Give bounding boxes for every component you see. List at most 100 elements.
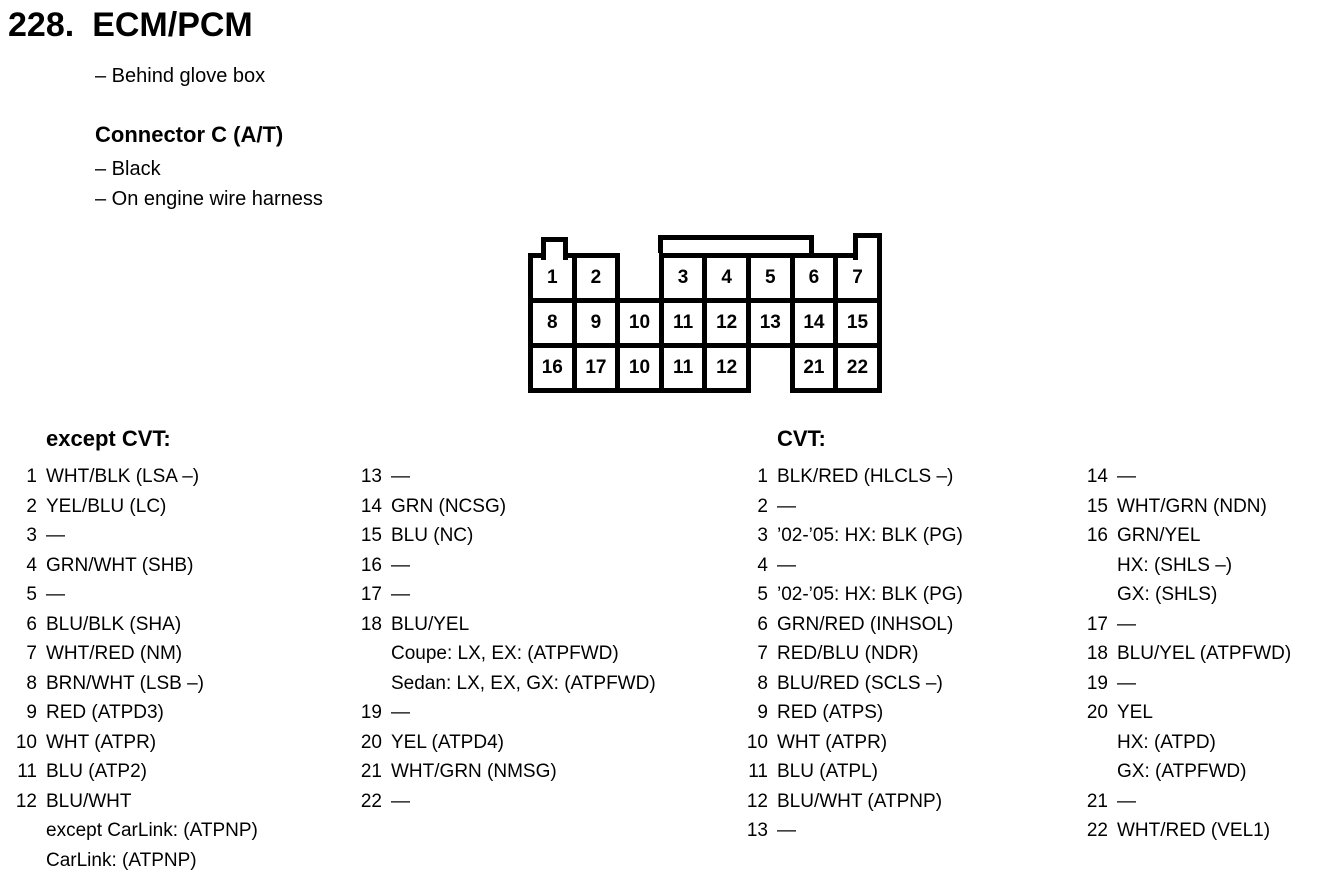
pin-row: 1 BLK/RED (HLCLS –): [738, 462, 963, 492]
pin-row: 7 WHT/RED (NM): [7, 639, 258, 669]
pin-description-line: Sedan: LX, EX, GX: (ATPFWD): [391, 672, 656, 694]
pin-description-line: YEL/BLU (LC): [46, 495, 167, 517]
pin-number: 2: [757, 495, 768, 517]
pin-description: —: [46, 521, 65, 551]
pin-number: 5: [757, 584, 768, 605]
pin-number: 12: [15, 790, 37, 812]
pin-description: WHT (ATPR): [777, 728, 887, 758]
pin-description: BLU (ATP2): [46, 757, 147, 787]
pin-description-line: BRN/WHT (LSB –): [46, 672, 205, 694]
pin-number: 13: [746, 820, 768, 841]
pin-number: 21: [360, 761, 382, 782]
pin-description-line: except CarLink: (ATPNP): [46, 820, 258, 841]
pin-number: 4: [26, 554, 37, 576]
pin-description: WHT/GRN (NDN): [1117, 492, 1267, 522]
pin-number: 7: [26, 643, 37, 664]
pin-description: BLU/WHT (ATPNP): [777, 787, 942, 817]
pin-row: 14—: [1078, 462, 1291, 492]
pin-description-line: —: [1117, 672, 1136, 694]
pin-description-line: WHT/GRN (NDN): [1117, 495, 1267, 517]
pin-description: ’02-’05: HX: BLK (PG): [777, 521, 963, 551]
pin-description-line: HX: (ATPD): [1117, 731, 1216, 753]
pin-description: YEL (ATPD4): [391, 728, 504, 758]
pin-description-line: BLU/WHT: [46, 790, 132, 812]
page-title: ECM/PCM: [92, 6, 253, 44]
pin-description-line: BLK/RED (HLCLS –): [777, 466, 954, 487]
pin-description: YEL/BLU (LC): [46, 492, 166, 522]
pin-description-line: BLU (ATP2): [46, 761, 148, 782]
pin-description: BLU/RED (SCLS –): [777, 669, 943, 699]
connector-pin-cell: 17: [571, 343, 621, 393]
connector-pin-cell: 8: [528, 298, 577, 348]
pin-number: 3: [26, 525, 37, 546]
list-heading-except-cvt: except CVT:: [46, 426, 171, 451]
pin-description-line: —: [46, 525, 65, 546]
pin-row: 21 WHT/GRN (NMSG): [352, 757, 656, 787]
pin-row: 20 YEL (ATPD4): [352, 728, 656, 758]
pin-description-line: WHT/RED (NM): [46, 643, 183, 664]
pin-number: 1: [757, 466, 768, 487]
pin-description-line: ’02-’05: HX: BLK (PG): [777, 584, 963, 605]
pin-description-line: WHT (ATPR): [46, 731, 157, 753]
pin-description-line: BLU/YEL: [391, 613, 470, 635]
connector-pin-cell: 11: [658, 298, 708, 348]
pin-description-line: —: [391, 584, 410, 605]
pin-description-line: —: [391, 790, 410, 812]
pin-number: 19: [360, 702, 382, 723]
pin-number: 11: [17, 761, 37, 782]
pin-number: 4: [757, 554, 768, 576]
pin-number: 17: [1086, 613, 1108, 635]
connector-pin-cell: 10: [615, 298, 664, 348]
list-heading-cvt: CVT:: [777, 426, 826, 451]
connector-pin-cell: 12: [702, 343, 751, 393]
connector-pin-cell: 14: [789, 298, 839, 348]
pin-number: 3: [757, 525, 768, 546]
pin-number: 11: [748, 761, 768, 782]
pin-description-line: —: [777, 554, 796, 576]
connector-title: Connector C (A/T): [95, 122, 284, 147]
connector-pin-cell: 12: [702, 298, 751, 348]
connector-key-tab-middle: [658, 235, 814, 253]
pin-description-line: —: [46, 584, 65, 605]
connector-pin-cell: 16: [528, 343, 577, 393]
pin-description: WHT/GRN (NMSG): [391, 757, 557, 787]
pin-items: 1 BLK/RED (HLCLS –) 2 — 3 ’02-’05: HX: BLK (P…: [738, 462, 963, 846]
connector-pin-cell: 11: [658, 343, 708, 393]
connector-pin-cell: 3: [658, 253, 708, 303]
pin-description: GRN/WHT (SHB): [46, 551, 193, 581]
pin-number: 20: [360, 731, 382, 753]
pin-description: —: [777, 492, 796, 522]
pin-number: 16: [360, 554, 382, 576]
pin-row: 3—: [7, 521, 258, 551]
connector-pin-cell: 5: [746, 253, 795, 303]
pin-row: 13—: [352, 462, 656, 492]
pin-description-line: YEL: [1117, 702, 1153, 723]
pin-description: BLU (NC): [391, 521, 473, 551]
list-heading-spacer: [1117, 425, 1291, 452]
pin-number: 18: [360, 613, 382, 635]
pin-description: WHT/RED (NM): [46, 639, 182, 669]
pin-row: 5—: [7, 580, 258, 610]
pin-description-line: —: [777, 820, 796, 841]
pin-number: 22: [1086, 820, 1108, 841]
pin-description-line: BLU/RED (SCLS –): [777, 672, 943, 694]
pin-description: —: [777, 551, 796, 581]
pin-number: 16: [1086, 525, 1108, 546]
pin-row: 11 BLU (ATP2): [7, 757, 258, 787]
pin-description: —: [1117, 787, 1136, 817]
pin-description-line: GRN/RED (INHSOL): [777, 613, 954, 635]
